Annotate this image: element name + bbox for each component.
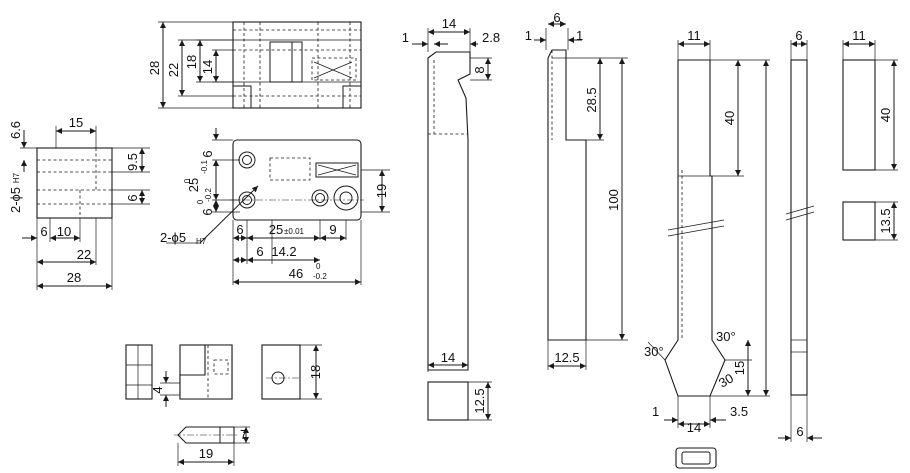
dim-14-2: 14.2 xyxy=(271,244,296,259)
dim-6-6: 6.6 xyxy=(8,121,23,139)
dim-11-tapered: 11 xyxy=(687,28,701,43)
dim-19-small: 19 xyxy=(199,446,213,461)
dim-6-front-mid: 6 xyxy=(200,208,215,215)
tapered-bar-view: 11 40 15 30° 30° 30 14 1 3.5 xyxy=(644,28,770,469)
thin-bar-view: 6 6 xyxy=(778,28,822,442)
dim-4: 4 xyxy=(150,386,165,393)
block-top-dimensions: 28 22 18 14 xyxy=(147,21,233,109)
block-side-view xyxy=(36,147,113,219)
dim-11-right: 11 xyxy=(852,28,866,43)
dim-12-5-stepped: 12.5 xyxy=(554,350,579,365)
block-top-view xyxy=(232,21,362,109)
dim-15-side: 15 xyxy=(69,115,83,130)
dim-100: 100 xyxy=(606,189,621,211)
dim-40-right: 40 xyxy=(878,108,893,122)
tol-02-b: -0.2 xyxy=(313,272,327,281)
block-side-dimensions: 15 6.6 2-ϕ5 H7 9.5 6 6 10 22 28 xyxy=(8,115,150,290)
dim-40-tapered: 40 xyxy=(722,111,737,125)
dim-2phi5-side: 2-ϕ5 xyxy=(8,187,23,213)
dim-3-5: 3.5 xyxy=(730,404,748,419)
dim-1-hook: 1 xyxy=(402,30,409,45)
dim-12-5-hook: 12.5 xyxy=(472,388,487,413)
dim-18-small: 18 xyxy=(308,365,323,379)
dim-19: 19 xyxy=(374,184,389,198)
dim-46: 46 xyxy=(289,266,303,281)
dim-6-front-bottom: 6 xyxy=(236,222,243,237)
block-front-dimensions: 6 25 0 -0.1 6 0 -0.2 19 2-ϕ5 H7 6 25 ±0.… xyxy=(160,128,390,285)
dim-7: 7 xyxy=(240,427,247,442)
dim-1-stepped-right: 1 xyxy=(576,28,583,43)
tol-02-a: -0.2 xyxy=(204,188,213,202)
right-block-views: 11 40 13.5 xyxy=(842,28,898,241)
dim-25-hole: 25 xyxy=(269,222,283,237)
dim-9: 9 xyxy=(329,222,336,237)
dim-14-top: 14 xyxy=(200,60,215,74)
dim-6-side: 6 xyxy=(125,194,140,201)
dim-6-front-second: 6 xyxy=(256,244,263,259)
stepped-bar-view: 6 1 1 28.5 100 12.5 xyxy=(525,10,628,370)
dim-28-side: 28 xyxy=(67,270,81,285)
dim-8: 8 xyxy=(472,66,487,73)
tol-0-b: 0 xyxy=(196,199,205,204)
dim-28-top: 28 xyxy=(147,61,162,75)
dim-22-top: 22 xyxy=(166,63,181,77)
dim-h7-front: H7 xyxy=(196,237,207,246)
block-front-view xyxy=(230,139,364,221)
tol-01: -0.1 xyxy=(200,160,209,174)
dim-14-tapered: 14 xyxy=(687,420,701,435)
dim-6-stepped: 6 xyxy=(553,10,560,25)
dim-14-hook-bottom: 14 xyxy=(441,350,455,365)
dim-1-stepped-left: 1 xyxy=(525,28,532,43)
dim-6-thin-top: 6 xyxy=(795,28,802,43)
dim-13-5: 13.5 xyxy=(878,208,893,233)
dim-30-left: 30° xyxy=(644,344,664,359)
dim-30-inner: 30 xyxy=(716,370,736,390)
dim-9-5: 9.5 xyxy=(125,153,140,171)
dim-15-tapered: 15 xyxy=(732,361,747,375)
dim-6-thin-bottom: 6 xyxy=(796,424,803,439)
dim-6-front-top: 6 xyxy=(200,150,215,157)
dim-h7-side: H7 xyxy=(12,172,21,183)
tol-001: ±0.01 xyxy=(284,227,305,236)
dim-22-side: 22 xyxy=(77,247,91,262)
dim-10: 10 xyxy=(57,224,71,239)
dim-30-right: 30° xyxy=(716,329,736,344)
tol-0-a: 0 xyxy=(183,178,192,183)
dim-25-front: 25 xyxy=(186,178,201,192)
dim-14-hook: 14 xyxy=(442,16,456,31)
tol-0-c: 0 xyxy=(316,262,321,271)
dim-1-tapered: 1 xyxy=(652,404,659,419)
dim-6-bottom: 6 xyxy=(40,224,47,239)
small-part-views: 18 4 7 19 xyxy=(125,344,323,466)
hook-bar-view: 14 1 2.8 8 14 12.5 xyxy=(402,16,500,421)
dim-2phi5-front: 2-ϕ5 xyxy=(160,230,186,245)
dim-18-top: 18 xyxy=(184,55,199,69)
dim-2-8: 2.8 xyxy=(482,30,500,45)
dim-28-5: 28.5 xyxy=(584,87,599,112)
